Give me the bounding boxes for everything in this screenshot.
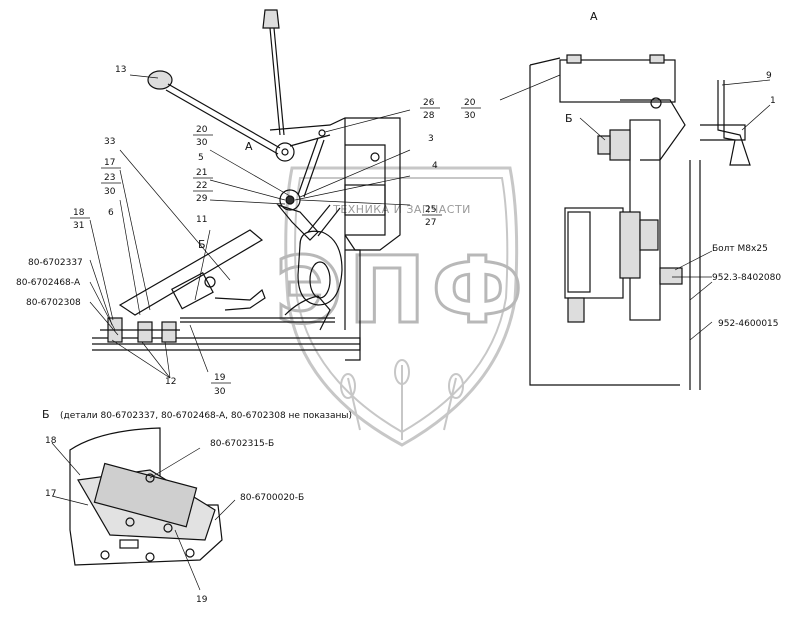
label-80-6702308: 80-6702308: [26, 298, 81, 308]
watermark-logo: [284, 166, 519, 447]
label-12: 12: [165, 377, 176, 387]
label-b-19: 19: [196, 595, 208, 605]
label-20: 20: [196, 125, 208, 135]
label-27: 27: [425, 218, 436, 228]
label-4: 4: [432, 161, 438, 171]
label-80-6702315-b: 80-6702315-Б: [210, 439, 274, 449]
label-6: 6: [108, 208, 114, 218]
label-21: 21: [196, 168, 207, 178]
label-view-a-arrow: А: [245, 140, 253, 153]
label-29: 29: [196, 194, 208, 204]
watermark-letters: ЭПФ: [274, 236, 529, 346]
label-30: 30: [196, 138, 208, 148]
view-b-assembly: [69, 427, 223, 566]
label-3: 3: [428, 134, 434, 144]
label-31: 31: [73, 221, 84, 231]
label-bolt: Болт М8х25: [712, 244, 768, 254]
label-80-6702337: 80-6702337: [28, 258, 83, 268]
label-b-17: 17: [45, 489, 56, 499]
label-30-b: 30: [104, 187, 116, 197]
label-a-1: 1: [770, 96, 776, 106]
label-view-b-title: Б: [42, 408, 50, 421]
label-30-c: 30: [214, 387, 226, 397]
label-13: 13: [115, 65, 126, 75]
label-a-9: 9: [766, 71, 772, 81]
label-23: 23: [104, 173, 115, 183]
label-5: 5: [198, 153, 204, 163]
label-80-6700020-b: 80-6700020-Б: [240, 493, 304, 503]
leader-lines: [51, 74, 771, 591]
label-b-18: 18: [45, 436, 57, 446]
watermark-text: ТЕХНИКА И ЗАПЧАСТИ: [332, 203, 471, 216]
label-952-3-8402080: 952.3-8402080: [712, 273, 781, 283]
label-18: 18: [73, 208, 85, 218]
label-a-30: 30: [464, 111, 476, 121]
main-assembly: [92, 9, 401, 361]
callout-labels: А А Б 13 26 28 20 30 3 5 21 22 29 4 25 2…: [16, 10, 781, 605]
view-a-assembly: [529, 54, 751, 390]
label-80-6702468-a: 80-6702468-А: [16, 278, 81, 288]
wheat-icon: [340, 359, 464, 440]
label-a-b: Б: [565, 112, 573, 125]
svg-text:ЭПФ: ЭПФ: [275, 237, 529, 344]
label-19: 19: [214, 373, 226, 383]
label-11: 11: [196, 215, 207, 225]
label-25: 25: [425, 205, 436, 215]
label-view-b-note: (детали 80-6702337, 80-6702468-А, 80-670…: [60, 411, 352, 421]
callout-underlines: [70, 107, 481, 384]
label-view-a: А: [590, 10, 598, 23]
label-952-4600015: 952-4600015: [718, 319, 779, 329]
label-28: 28: [423, 111, 435, 121]
label-17: 17: [104, 158, 115, 168]
label-a-20: 20: [464, 98, 476, 108]
label-22: 22: [196, 181, 207, 191]
label-view-b-marker: Б: [198, 238, 206, 251]
label-26: 26: [423, 98, 435, 108]
label-33: 33: [104, 137, 115, 147]
